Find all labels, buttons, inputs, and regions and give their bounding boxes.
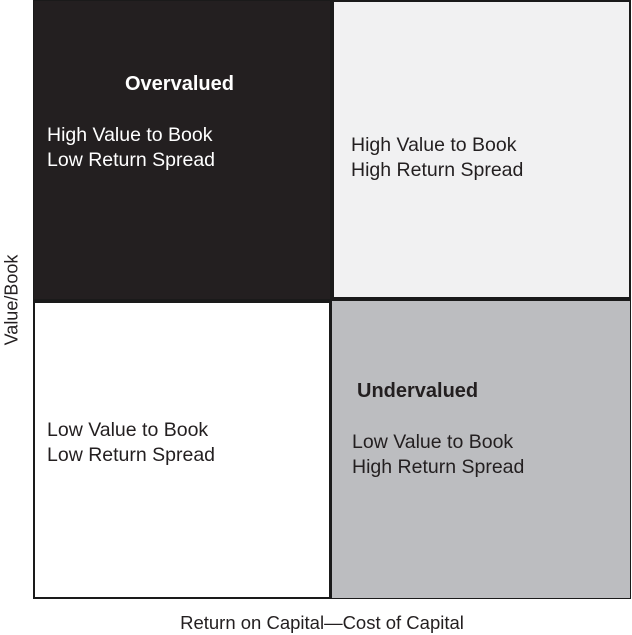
valuation-matrix: Overvalued High Value to Book Low Return… — [33, 0, 631, 599]
quadrant-high-value-high-spread: High Value to Book High Return Spread — [334, 2, 629, 297]
quadrant-overvalued: Overvalued High Value to Book Low Return… — [34, 1, 330, 299]
quadrant-title-overvalued: Overvalued — [125, 73, 234, 95]
y-axis-label: Value/Book — [1, 254, 22, 346]
quadrant-title-undervalued: Undervalued — [357, 380, 479, 402]
quadrant-line: Low Return Spread — [47, 444, 216, 466]
quadrant-line: High Return Spread — [351, 159, 524, 181]
x-axis-label: Return on Capital—Cost of Capital — [180, 612, 464, 633]
quadrant-line: High Return Spread — [352, 456, 525, 478]
quadrant-undervalued: Undervalued Low Value to Book High Retur… — [332, 301, 630, 598]
quadrant-description: High Value to Book Low Return Spread — [47, 123, 215, 173]
quadrant-line: High Value to Book — [47, 124, 213, 146]
quadrant-line: Low Value to Book — [47, 419, 209, 441]
quadrant-line: Low Return Spread — [47, 149, 216, 171]
quadrant-description: High Value to Book High Return Spread — [351, 133, 523, 183]
quadrant-description: Low Value to Book High Return Spread — [352, 430, 524, 480]
quadrant-low-value-low-spread: Low Value to Book Low Return Spread — [35, 303, 329, 597]
quadrant-line: Low Value to Book — [352, 431, 514, 453]
quadrant-line: High Value to Book — [351, 134, 517, 156]
quadrant-description: Low Value to Book Low Return Spread — [47, 418, 215, 468]
